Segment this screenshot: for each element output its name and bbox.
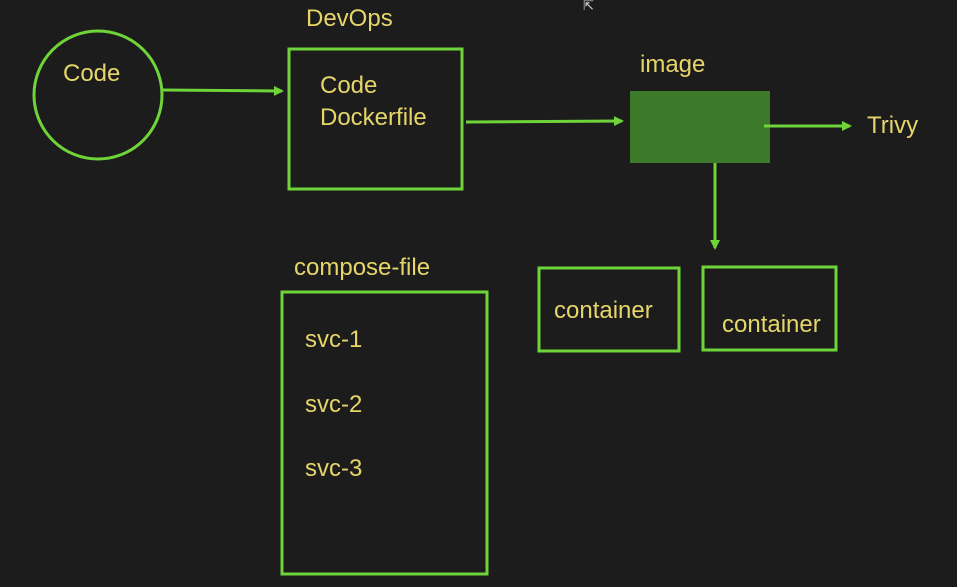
arrow-code-to-devops	[162, 85, 284, 96]
compose-file-box	[280, 290, 489, 576]
container-label-1: container	[554, 297, 653, 324]
compose-service-1: svc-1	[305, 326, 363, 353]
image-title: image	[640, 51, 706, 78]
compose-service-3: svc-3	[305, 455, 363, 482]
container-box-2	[701, 265, 838, 352]
trivy-label: Trivy	[867, 112, 919, 139]
code-node-label: Code	[63, 60, 121, 87]
devops-line-code: Code	[320, 72, 378, 99]
compose-service-2: svc-2	[305, 391, 363, 418]
arrow-devops-to-image	[465, 116, 624, 127]
devops-box	[287, 47, 464, 191]
mouse-pointer-icon: ⇱	[583, 0, 594, 14]
compose-file-title: compose-file	[294, 254, 431, 281]
container-box-1	[537, 266, 681, 353]
image-box	[630, 91, 770, 163]
container-label-2: container	[722, 311, 821, 338]
devops-line-dockerfile: Dockerfile	[320, 104, 427, 131]
code-node-circle	[32, 29, 164, 161]
devops-title: DevOps	[306, 5, 393, 32]
